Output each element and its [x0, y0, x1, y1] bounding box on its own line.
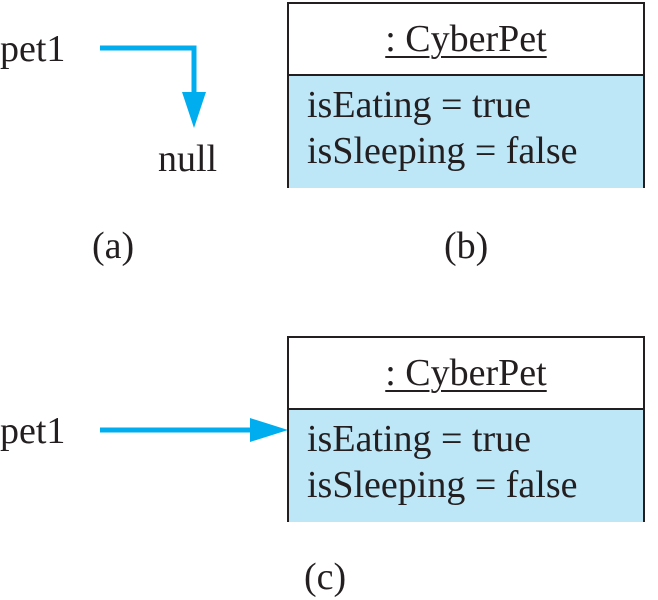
panel-c-variable-label: pet1	[0, 410, 66, 452]
panel-c-attributes: isEating = true isSleeping = false	[289, 410, 643, 522]
panel-c-caption: (c)	[304, 556, 347, 598]
panel-c-object-title: : CyberPet	[289, 338, 643, 410]
panel-a-null-label: null	[158, 138, 218, 180]
panel-b-attribute-is-eating: isEating = true	[307, 84, 532, 126]
panel-b-attributes: isEating = true isSleeping = false	[289, 76, 643, 188]
null-reference-arrowhead	[182, 92, 206, 128]
panel-b-attribute-is-sleeping: isSleeping = false	[307, 130, 578, 172]
panel-a-variable-label: pet1	[0, 28, 66, 70]
panel-b-caption: (b)	[444, 225, 489, 267]
null-reference-arrow	[100, 45, 197, 96]
panel-a-caption: (a)	[92, 225, 135, 267]
panel-c-object-box: : CyberPet isEating = true isSleeping = …	[287, 336, 645, 522]
panel-c-attribute-is-eating: isEating = true	[307, 418, 532, 460]
panel-b-object-title: : CyberPet	[289, 4, 643, 76]
panel-b-object-box: : CyberPet isEating = true isSleeping = …	[287, 2, 645, 188]
panel-c-attribute-is-sleeping: isSleeping = false	[307, 464, 578, 506]
object-reference-arrowhead	[250, 418, 288, 442]
